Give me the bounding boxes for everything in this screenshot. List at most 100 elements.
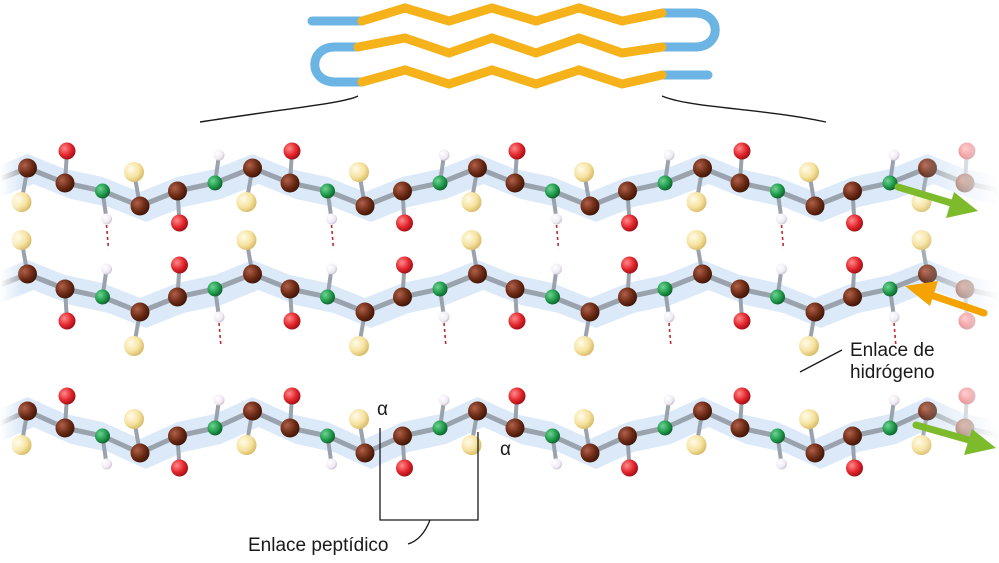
side-chain-atom	[461, 435, 482, 455]
hydrogen-atom	[213, 149, 225, 161]
carbon-atom	[280, 279, 300, 299]
peptide-bracket	[379, 428, 479, 521]
hydrogen-atom	[888, 149, 900, 161]
carbon-atom	[468, 264, 487, 284]
side-chain-atom	[124, 336, 144, 356]
oxygen-atom	[621, 256, 638, 274]
oxygen-atom	[621, 214, 638, 232]
nitrogen-atom	[432, 175, 448, 191]
carbon-atom	[243, 401, 262, 421]
nitrogen-atom	[882, 281, 898, 297]
carbon-atom	[805, 443, 825, 463]
oxygen-atom	[846, 256, 863, 274]
nitrogen-atom	[770, 428, 785, 444]
hbond-label-line-1: Enlace de	[850, 340, 935, 361]
side-chain-atom	[686, 192, 707, 212]
fade-left	[0, 115, 22, 505]
hydrogen-atom	[551, 458, 562, 470]
annotations: Enlace de hidrógeno Enlace peptídico α α	[248, 340, 935, 556]
carbon-atom	[355, 196, 375, 216]
side-chain-atom	[574, 336, 594, 356]
hydrogen-atom	[438, 149, 450, 161]
side-chain-atom	[236, 230, 257, 250]
carbon-atom	[843, 426, 862, 446]
carbon-atom	[805, 196, 825, 216]
arrow-strand-3-right	[912, 421, 996, 455]
carbon-atom	[243, 264, 262, 284]
nitrogen-atom	[657, 420, 673, 436]
side-chain-atom	[686, 230, 707, 250]
oxygen-atom	[508, 312, 526, 330]
carbon-atom	[618, 287, 637, 307]
hydrogen-atom	[776, 458, 787, 470]
oxygen-atom	[171, 256, 188, 274]
schematic-strand-3	[357, 65, 667, 89]
nitrogen-atom	[882, 175, 898, 191]
side-chain-atom	[461, 192, 482, 212]
carbon-atom	[805, 302, 825, 322]
nitrogen-atom	[320, 183, 335, 199]
oxygen-atom	[733, 142, 751, 160]
hydrogen-atom	[101, 213, 112, 225]
hydrogen-bond	[105, 224, 110, 250]
hydrogen-bonds	[105, 224, 897, 348]
nitrogen-atom	[207, 175, 223, 191]
nitrogen-atom	[882, 420, 898, 436]
carbon-atom	[843, 287, 862, 307]
side-chain-atom	[349, 336, 369, 356]
side-chain-atom	[574, 162, 594, 182]
nitrogen-atom	[657, 281, 673, 297]
nitrogen-atom	[545, 183, 560, 199]
hydrogen-atom	[663, 394, 675, 406]
arrow-strand-1-right	[894, 183, 978, 218]
hbond-label-line-2: hidrógeno	[850, 362, 935, 383]
schematic-turn-right	[657, 8, 720, 52]
hydrogen-atom	[776, 263, 787, 275]
hydrogen-atom	[888, 394, 900, 406]
oxygen-atom	[508, 142, 526, 160]
alpha-label-2: α	[500, 439, 511, 460]
peptide-leader-line	[407, 519, 431, 545]
carbon-atom	[55, 418, 75, 438]
carbon-atom	[693, 264, 712, 284]
hydrogen-atom	[438, 394, 450, 406]
nitrogen-atom	[320, 289, 335, 305]
strand-direction-arrows	[894, 183, 996, 455]
hydrogen-atom	[663, 149, 675, 161]
alpha-label-1: α	[377, 399, 388, 420]
carbon-atom	[55, 279, 75, 299]
carbon-atom	[18, 401, 37, 421]
oxygen-atom	[58, 312, 76, 330]
carbon-atom	[168, 287, 187, 307]
nitrogen-atom	[432, 281, 448, 297]
carbon-atom	[693, 401, 712, 421]
nitrogen-atom	[207, 420, 223, 436]
carbon-atom	[730, 173, 750, 193]
side-chain-atom	[461, 230, 482, 250]
oxygen-atom	[508, 387, 526, 405]
carbon-atom	[618, 426, 637, 446]
side-chain-atom	[686, 435, 707, 455]
carbon-atom	[18, 264, 37, 284]
arrow-strand-2-left	[905, 281, 988, 317]
side-chain-atom	[124, 409, 144, 429]
nitrogen-atom	[545, 289, 560, 305]
carbon-atom	[393, 181, 412, 201]
nitrogen-atom	[320, 428, 335, 444]
nitrogen-atom	[95, 428, 110, 444]
side-chain-atom	[799, 162, 819, 182]
carbon-atom	[280, 173, 300, 193]
carbon-atom	[243, 158, 262, 178]
oxygen-atom	[733, 387, 751, 405]
carbon-atom	[730, 418, 750, 438]
nitrogen-atom	[207, 281, 223, 297]
carbon-atom	[393, 287, 412, 307]
oxygen-atom	[171, 214, 188, 232]
side-chain-atom	[349, 409, 369, 429]
zoom-line-left	[199, 95, 359, 123]
hydrogen-atom	[101, 458, 112, 470]
carbon-atom	[168, 426, 187, 446]
hydrogen-bond	[668, 322, 672, 348]
schematic-strand-1	[357, 3, 667, 26]
carbon-atom	[505, 173, 525, 193]
